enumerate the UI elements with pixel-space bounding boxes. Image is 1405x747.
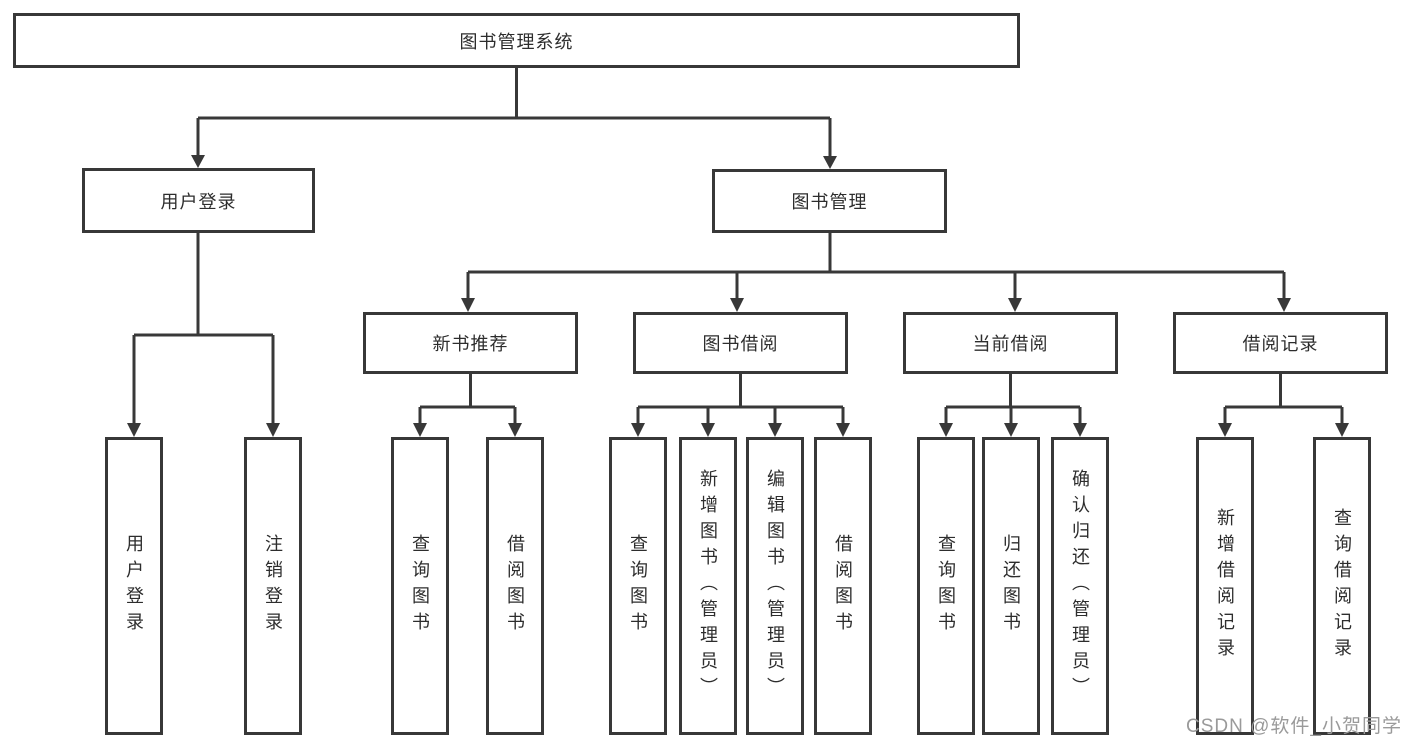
node-book-borrow-label: 图书借阅 xyxy=(702,334,779,354)
leaf-add-book-admin-label: 新增图书（管理员） xyxy=(698,469,718,703)
leaf-user-login: 用户登录 xyxy=(105,437,163,735)
leaf-add-borrow-record-label: 新增借阅记录 xyxy=(1215,508,1235,664)
leaf-query-borrow-record: 查询借阅记录 xyxy=(1313,437,1371,735)
leaf-query-books-borrow: 查询图书 xyxy=(609,437,667,735)
node-root-label: 图书管理系统 xyxy=(459,31,574,52)
node-borrow-records: 借阅记录 xyxy=(1173,312,1388,374)
connector-book-management xyxy=(461,233,1291,312)
leaf-query-books-current-label: 查询图书 xyxy=(936,534,956,638)
connector-current-borrow xyxy=(939,374,1087,437)
node-new-book-recommend: 新书推荐 xyxy=(363,312,578,374)
node-new-book-recommend-label: 新书推荐 xyxy=(432,334,509,354)
leaf-edit-book-admin-label: 编辑图书（管理员） xyxy=(765,469,785,703)
leaf-confirm-return-admin-label: 确认归还（管理员） xyxy=(1070,469,1090,703)
leaf-logout: 注销登录 xyxy=(244,437,302,735)
node-user-login: 用户登录 xyxy=(82,168,315,233)
node-current-borrow: 当前借阅 xyxy=(903,312,1118,374)
leaf-query-books-recommend: 查询图书 xyxy=(391,437,449,735)
node-borrow-records-label: 借阅记录 xyxy=(1242,334,1319,354)
connector-borrow-records xyxy=(1218,374,1349,437)
node-book-management-label: 图书管理 xyxy=(791,192,868,212)
leaf-user-login-label: 用户登录 xyxy=(124,534,144,638)
leaf-borrow-books-recommend-label: 借阅图书 xyxy=(505,534,525,638)
node-book-borrow: 图书借阅 xyxy=(633,312,848,374)
leaf-confirm-return-admin: 确认归还（管理员） xyxy=(1051,437,1109,735)
leaf-return-book: 归还图书 xyxy=(982,437,1040,735)
connector-user-login xyxy=(127,233,280,437)
leaf-add-book-admin: 新增图书（管理员） xyxy=(679,437,737,735)
leaf-query-books-current: 查询图书 xyxy=(917,437,975,735)
leaf-query-books-borrow-label: 查询图书 xyxy=(628,534,648,638)
leaf-borrow-books-recommend: 借阅图书 xyxy=(486,437,544,735)
leaf-edit-book-admin: 编辑图书（管理员） xyxy=(746,437,804,735)
connector-new-book-recommend xyxy=(413,374,522,437)
leaf-borrow-books: 借阅图书 xyxy=(814,437,872,735)
node-current-borrow-label: 当前借阅 xyxy=(972,334,1049,354)
connector-root xyxy=(191,68,837,169)
leaf-query-books-recommend-label: 查询图书 xyxy=(410,534,430,638)
leaf-borrow-books-label: 借阅图书 xyxy=(833,534,853,638)
leaf-logout-label: 注销登录 xyxy=(263,534,283,638)
leaf-query-borrow-record-label: 查询借阅记录 xyxy=(1332,508,1352,664)
connector-book-borrow xyxy=(631,374,850,437)
csdn-watermark: CSDN @软件_小贺同学 xyxy=(1186,716,1402,737)
leaf-return-book-label: 归还图书 xyxy=(1001,534,1021,638)
node-book-management: 图书管理 xyxy=(712,169,947,233)
node-user-login-label: 用户登录 xyxy=(160,191,237,212)
leaf-add-borrow-record: 新增借阅记录 xyxy=(1196,437,1254,735)
node-root: 图书管理系统 xyxy=(13,13,1020,68)
